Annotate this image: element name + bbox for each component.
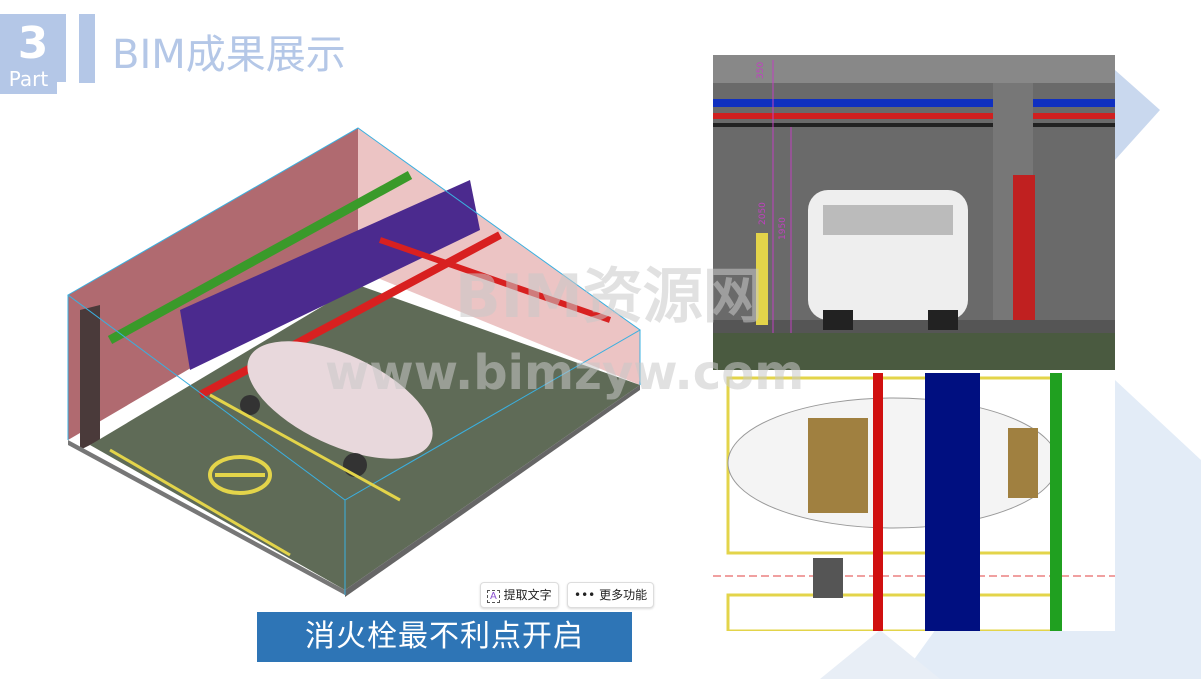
more-dots-icon: ••• (574, 588, 596, 602)
dimension-top: 350 (756, 62, 766, 79)
title-accent-bar (79, 14, 95, 83)
more-functions-label: 更多功能 (599, 588, 648, 602)
dimension-b: 1950 (778, 217, 788, 240)
isometric-model-image (67, 127, 641, 597)
more-functions-button[interactable]: ••• 更多功能 (567, 582, 655, 608)
extract-text-button[interactable]: A 提取文字 (480, 582, 559, 608)
part-label: Part (0, 66, 57, 94)
text-scan-icon: A (487, 590, 500, 603)
section-view-image: 350 2050 1950 (713, 55, 1115, 370)
caption-banner: 消火栓最不利点开启 (257, 612, 632, 662)
part-number: 3 (17, 18, 49, 69)
plan-view-image (713, 373, 1115, 631)
page-title: BIM成果展示 (112, 32, 346, 78)
watermark-url: www.bimzyw.com (325, 345, 805, 401)
watermark-title: BIM资源网 (455, 262, 763, 332)
extract-text-label: 提取文字 (503, 588, 552, 602)
dimension-a: 2050 (758, 202, 768, 225)
